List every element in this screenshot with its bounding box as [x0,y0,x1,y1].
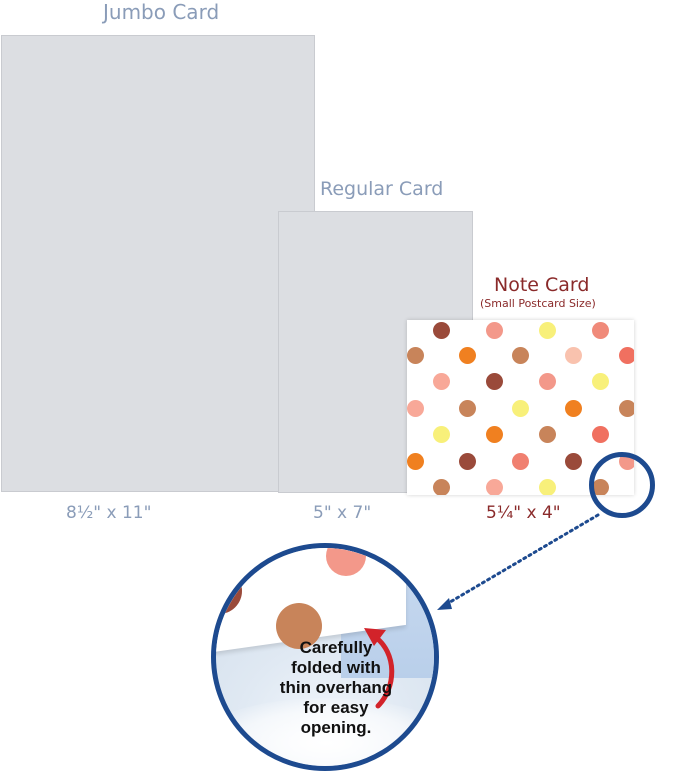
polka-dot [539,479,556,495]
polka-dot [486,373,503,390]
callout-line: opening. [300,718,372,737]
jumbo-card-size: 8½" x 11" [66,503,152,523]
polka-dot [592,426,609,443]
polka-dot [486,426,503,443]
callout-line: thin overhang [279,678,393,697]
polka-dot [565,347,582,364]
polka-dot [539,426,556,443]
polka-dot [512,453,529,470]
regular-card-size: 5" x 7" [313,503,372,523]
polka-dot [512,347,529,364]
polka-dot [486,322,503,339]
polka-dot [539,373,556,390]
polka-dot [407,453,424,470]
callout-line: folded with [291,658,381,677]
polka-dot [619,400,634,417]
polka-dot [459,400,476,417]
polka-dot [407,347,424,364]
polka-dot [459,347,476,364]
cloud-image [216,698,434,766]
callout-line: for easy [303,698,369,717]
note-card-sublabel: (Small Postcard Size) [480,297,596,310]
polka-dot [565,400,582,417]
magnifier-circle-icon [589,452,655,518]
fold-callout-text: Carefully folded with thin overhang for … [266,638,406,738]
regular-card-label: Regular Card [320,178,444,200]
polka-dot [592,322,609,339]
polka-dot [619,347,634,364]
polka-dot [407,400,424,417]
note-card-label: Note Card [494,274,590,296]
zoom-detail-circle: Carefully folded with thin overhang for … [211,543,439,771]
polka-dot [433,479,450,495]
polka-dot [512,400,529,417]
polka-dot [486,479,503,495]
polka-dot [433,426,450,443]
callout-line: Carefully [299,638,373,657]
jumbo-card-label: Jumbo Card [103,0,220,24]
jumbo-card [1,35,315,492]
polka-dot [276,603,322,649]
curved-arrow-icon [364,628,395,709]
polka-dot [459,453,476,470]
polka-dot [433,322,450,339]
polka-dot [539,322,556,339]
note-card-size: 5¼" x 4" [486,503,561,523]
polka-dot [565,453,582,470]
polka-dot [433,373,450,390]
polka-dot [592,373,609,390]
